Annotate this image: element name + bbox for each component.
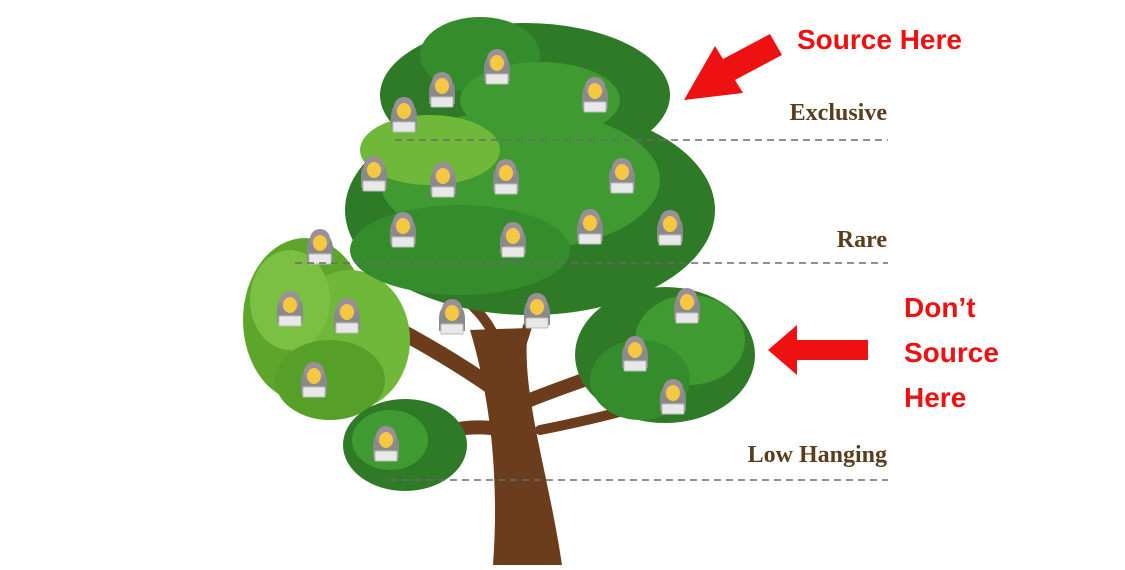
foliage-crown <box>345 17 715 315</box>
callout-dont-line-1: Don’t <box>904 292 976 323</box>
callout-source-here: Source Here <box>797 24 962 55</box>
red-arrow-icon <box>684 34 782 100</box>
callout-dont-line-3: Here <box>904 382 967 413</box>
tier-label-low-hanging: Low Hanging <box>747 442 887 468</box>
tree-trunk <box>352 280 667 565</box>
tier-label-rare: Rare <box>836 227 887 253</box>
foliage-bottom-left <box>343 399 467 491</box>
callout-dont-line-2: Source <box>904 337 999 368</box>
red-arrow-icon <box>768 325 868 375</box>
tier-label-exclusive: Exclusive <box>789 100 887 126</box>
callout-dont-source-here: Don’t Source Here <box>904 285 999 420</box>
tier-dividers <box>295 139 888 481</box>
